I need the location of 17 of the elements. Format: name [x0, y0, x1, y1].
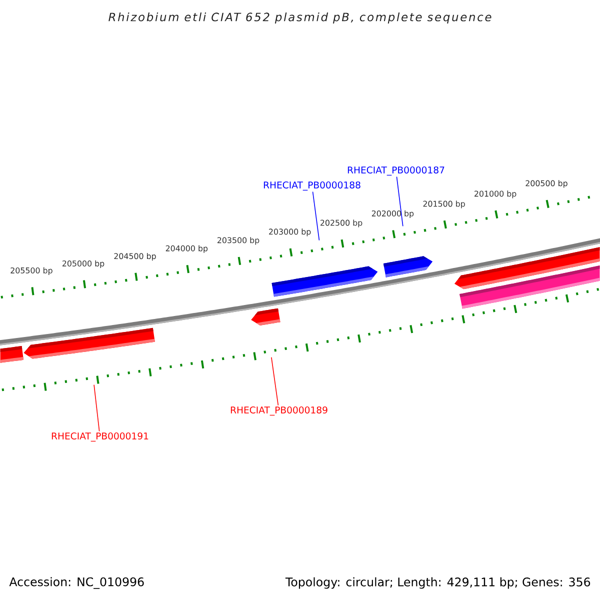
gene-feature — [24, 328, 155, 359]
leader-line — [94, 384, 100, 432]
gene-feature — [272, 266, 378, 297]
gene-feature — [383, 256, 433, 278]
gene-feature — [0, 346, 24, 363]
gene-label: RHECIAT_PB0000187 — [348, 166, 444, 176]
gene-label: RHECIAT_PB0000191 — [52, 432, 148, 442]
gene-label: RHECIAT_PB0000189 — [230, 406, 328, 416]
title: Rhizobium etli CIAT 652 plasmid pB, complete sequence — [108, 12, 492, 24]
gene-feature — [460, 266, 600, 309]
leader-line — [312, 191, 320, 241]
gene-label: RHECIAT_PB0000188 — [264, 181, 360, 191]
leader-line — [271, 356, 279, 406]
footer-text: Accession: NC_010996 — [9, 577, 144, 589]
gene-feature — [251, 308, 280, 326]
leader-line — [396, 176, 404, 227]
footer-text: Topology: circular; Length: 429,111 bp; Genes: 356 — [285, 577, 590, 589]
